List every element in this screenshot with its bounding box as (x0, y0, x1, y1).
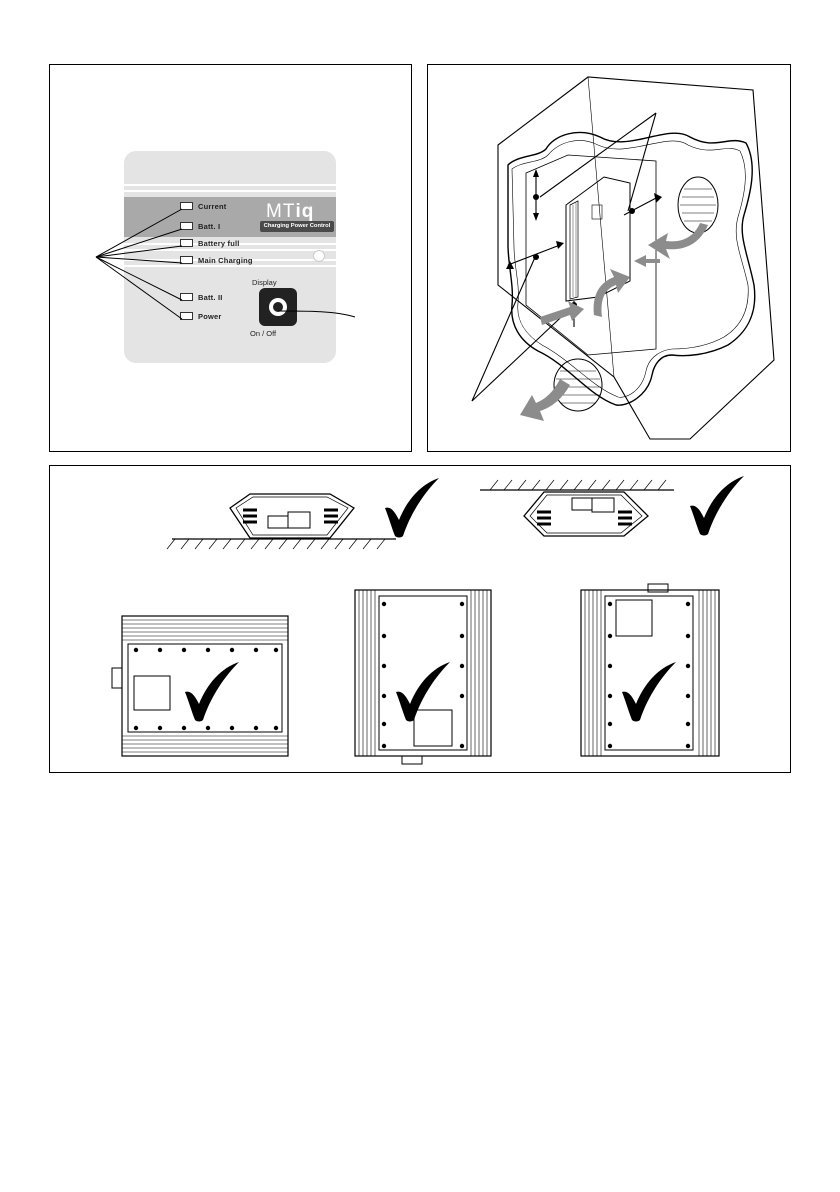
airflow-arrows (520, 223, 708, 421)
airflow-in-icon (540, 301, 584, 325)
callout-line (96, 257, 182, 300)
point-marker (533, 194, 539, 200)
installation-figure (427, 64, 791, 452)
airflow-out-icon (648, 223, 708, 259)
callout-line (628, 113, 656, 211)
checkmark-icon (622, 662, 676, 722)
checkmark-icon (396, 662, 450, 722)
button-callout-line (278, 311, 355, 317)
airflow-up-icon (594, 269, 630, 317)
callout-line (472, 255, 536, 401)
ceiling-mount-view (480, 480, 674, 536)
checkmark-icon (385, 478, 439, 538)
callout-line (96, 257, 182, 319)
wall-cutout (508, 133, 755, 406)
callout-line (540, 113, 656, 197)
mounting-orientation-figure (49, 465, 791, 773)
point-marker (629, 208, 635, 214)
point-marker (533, 254, 539, 260)
mounting-wall (526, 155, 656, 355)
callout-line (96, 246, 182, 257)
vertical-down-view (355, 590, 491, 764)
control-panel-figure: MTiq Charging Power Control Current Batt… (49, 64, 412, 452)
checkmark-icon (690, 476, 744, 536)
vertical-up-view (581, 584, 719, 756)
airflow-exit-icon (520, 379, 570, 421)
callout-lines (50, 65, 413, 453)
floor-mount-view (167, 494, 396, 549)
orientation-illustrations (50, 466, 792, 774)
callout-line (96, 257, 182, 263)
cabinet-outline (498, 77, 774, 439)
horizontal-wall-view (112, 616, 288, 756)
cabinet-illustration (428, 65, 792, 453)
checkmark-icon (185, 662, 239, 722)
